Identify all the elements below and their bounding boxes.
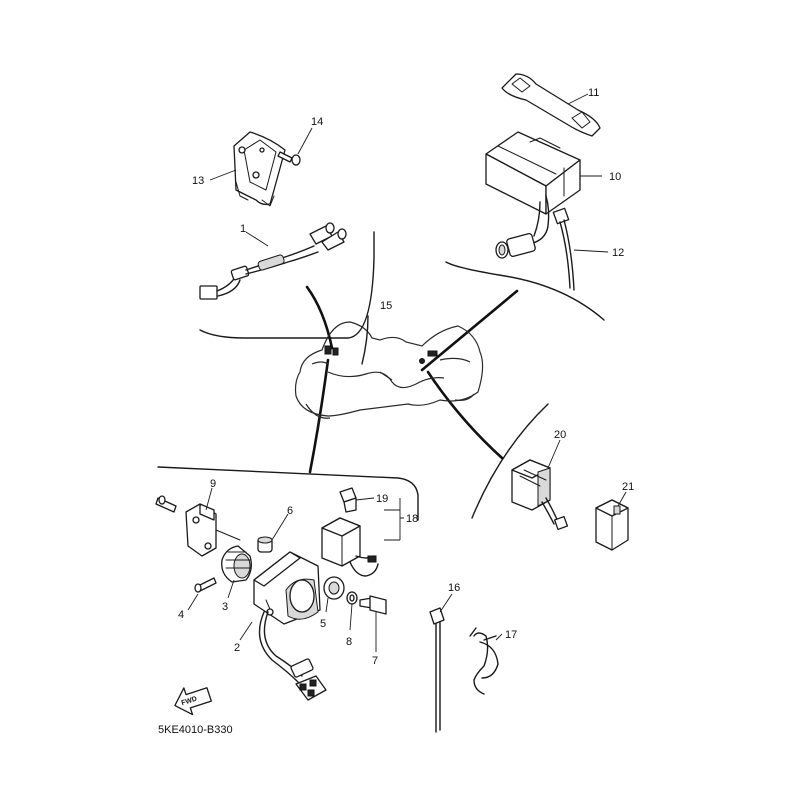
- part-7-bolt: [359, 595, 387, 652]
- part-20-relay: [511, 439, 569, 531]
- part-18-fuse-assembly: [321, 498, 404, 577]
- leader-15: [361, 315, 369, 365]
- callout-13: 13: [192, 175, 204, 187]
- callout-17: 17: [505, 629, 517, 641]
- detail-panels: [157, 231, 605, 521]
- callout-4: 4: [178, 609, 184, 621]
- location-marker-left: [324, 345, 332, 355]
- part-6-collar: [257, 513, 289, 553]
- panel-right-border: [471, 403, 549, 519]
- callout-9: 9: [210, 478, 216, 490]
- part-12-cable-tie: [552, 207, 609, 291]
- part-4-bolt: [187, 577, 217, 611]
- panel-bottom-left-border: [157, 466, 419, 521]
- part-19-fuse: [339, 487, 375, 513]
- callout-14: 14: [311, 116, 323, 128]
- part-8-washer: [346, 591, 358, 631]
- location-marker-left-2: [332, 347, 339, 356]
- callout-3: 3: [222, 601, 228, 613]
- part-11-strap: [501, 73, 601, 137]
- part-17-clamp: [469, 627, 503, 695]
- callout-8: 8: [346, 636, 352, 648]
- part-14-screw: [277, 127, 313, 166]
- callout-numbers: 1 2 3 4 5 6 7 8 9 10 11 12 13 14 15 16 1…: [178, 87, 634, 667]
- leader-to-panel-2: [308, 358, 330, 474]
- part-10-battery-box: [485, 131, 602, 259]
- callout-6: 6: [287, 505, 293, 517]
- leader-to-panel-10: [420, 289, 519, 372]
- part-2-starter-relay: [239, 551, 327, 701]
- part-3-damper: [221, 545, 252, 599]
- part-9-relay-bracket: [155, 487, 241, 557]
- callout-15: 15: [380, 300, 392, 312]
- callout-7: 7: [372, 655, 378, 667]
- panel-top-right-border: [445, 261, 605, 321]
- callout-20: 20: [554, 429, 566, 441]
- diagram-code: 5KE4010-B330: [158, 724, 233, 736]
- callout-2: 2: [234, 642, 240, 654]
- part-21-relay: [595, 491, 629, 551]
- callout-18: 18: [406, 513, 418, 525]
- callout-11: 11: [588, 87, 599, 99]
- callout-21: 21: [622, 481, 634, 493]
- callout-1: 1: [240, 223, 246, 235]
- location-marker-right: [427, 350, 438, 357]
- leader-to-panel-1: [305, 285, 334, 350]
- panel-top-left-border: [199, 231, 375, 339]
- motorcycle-outline: [294, 315, 484, 419]
- part-13-bracket: [209, 131, 286, 207]
- callout-19: 19: [376, 493, 388, 505]
- callout-16: 16: [448, 582, 460, 594]
- fwd-arrow-icon: FWD: [174, 687, 212, 716]
- part-5-grommet: [323, 576, 345, 613]
- location-marker-right-2: [419, 358, 425, 364]
- callout-10: 10: [609, 171, 621, 183]
- callout-5: 5: [320, 618, 326, 630]
- part-16-cable-tie: [429, 593, 453, 733]
- fwd-label: FWD: [181, 696, 198, 708]
- callout-12: 12: [612, 247, 624, 259]
- part-1-harness: [199, 222, 347, 300]
- leader-to-panel-20: [426, 370, 504, 460]
